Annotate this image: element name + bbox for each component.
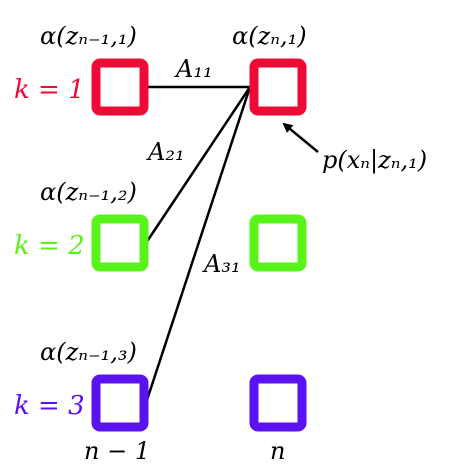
column-label-curr: n	[270, 437, 285, 465]
emission-label: p(xₙ|zₙ,₁)	[322, 146, 427, 175]
node-k3-curr	[249, 374, 307, 432]
transition-line-a31	[144, 86, 252, 404]
k2-label: k = 2	[14, 231, 85, 261]
transition-label-a21: A₂₁	[146, 138, 185, 166]
k1-label: k = 1	[14, 75, 85, 105]
column-label-prev: n − 1	[84, 437, 150, 465]
emission-arrow	[282, 122, 319, 153]
alpha-curr-k1: α(zₙ,₁)	[232, 22, 307, 50]
k3-label: k = 3	[14, 391, 85, 421]
node-k3-prev	[91, 374, 149, 432]
node-k1-curr	[249, 58, 307, 116]
alpha-prev-k3: α(zₙ₋₁,₃)	[40, 338, 137, 366]
alpha-prev-k2: α(zₙ₋₁,₂)	[40, 178, 137, 206]
node-k1-prev	[91, 58, 149, 116]
transition-label-a11: A₁₁	[174, 55, 213, 83]
node-k2-curr	[249, 214, 307, 272]
transition-label-a31: A₃₁	[202, 250, 241, 278]
transition-line-a21	[144, 86, 252, 244]
node-k2-prev	[91, 214, 149, 272]
alpha-prev-k1: α(zₙ₋₁,₁)	[40, 22, 137, 50]
